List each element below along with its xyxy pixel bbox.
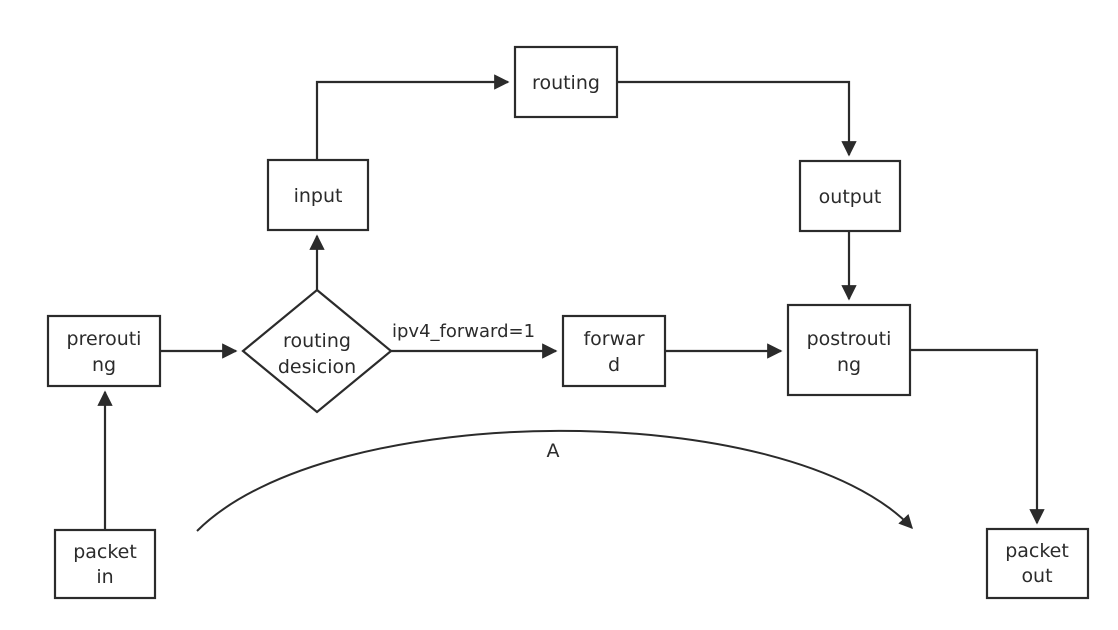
node-prerouting-box[interactable]: [46, 314, 162, 388]
node-postrouting-box[interactable]: [786, 303, 912, 397]
node-postrouting-label-line1: postrouti: [807, 328, 892, 350]
edge-label-arc-a: A: [547, 440, 560, 462]
node-output-box[interactable]: [798, 159, 902, 233]
node-routing-desicion-label-line1: routing: [283, 330, 351, 352]
node-output-label: output: [819, 186, 882, 208]
node-postrouting-label-line2: ng: [837, 354, 861, 376]
node-input-label: input: [294, 185, 343, 207]
node-packet-in-box[interactable]: [53, 528, 157, 600]
node-forward-box[interactable]: [561, 314, 667, 388]
node-input[interactable]: input: [266, 158, 370, 232]
node-forward-label-line1: forwar: [583, 328, 644, 350]
edge-routing-to-output: [617, 80, 857, 157]
node-forward[interactable]: forwar d: [561, 314, 667, 388]
node-routing-desicion-diamond[interactable]: [241, 288, 393, 414]
node-packet-in[interactable]: packet in: [53, 528, 157, 600]
node-prerouting[interactable]: prerouti ng: [46, 314, 162, 388]
node-routing-label: routing: [532, 72, 600, 94]
edge-input-to-routing: [315, 74, 510, 160]
node-routing-box[interactable]: [513, 45, 619, 119]
node-packet-in-label-line2: in: [96, 566, 113, 588]
node-prerouting-label-line2: ng: [92, 354, 116, 376]
node-forward-label-line2: d: [608, 354, 620, 376]
edge-label-ipv4-forward: ipv4_forward=1: [392, 321, 535, 342]
node-routing[interactable]: routing: [513, 45, 619, 119]
node-packet-in-label-line1: packet: [73, 541, 137, 563]
node-output[interactable]: output: [798, 159, 902, 233]
node-prerouting-label-line1: prerouti: [67, 328, 142, 350]
node-packet-out-label-line1: packet: [1005, 540, 1069, 562]
node-packet-out[interactable]: packet out: [985, 527, 1090, 600]
node-packet-out-box[interactable]: [985, 527, 1090, 600]
node-packet-out-label-line2: out: [1021, 565, 1052, 587]
node-routing-desicion[interactable]: routing desicion: [241, 288, 393, 414]
node-postrouting[interactable]: postrouti ng: [786, 303, 912, 397]
edge-arc-a: [196, 429, 913, 532]
node-input-box[interactable]: [266, 158, 370, 232]
edge-postrouting-to-packet-out: [910, 348, 1045, 525]
node-routing-desicion-label-line2: desicion: [278, 356, 356, 378]
